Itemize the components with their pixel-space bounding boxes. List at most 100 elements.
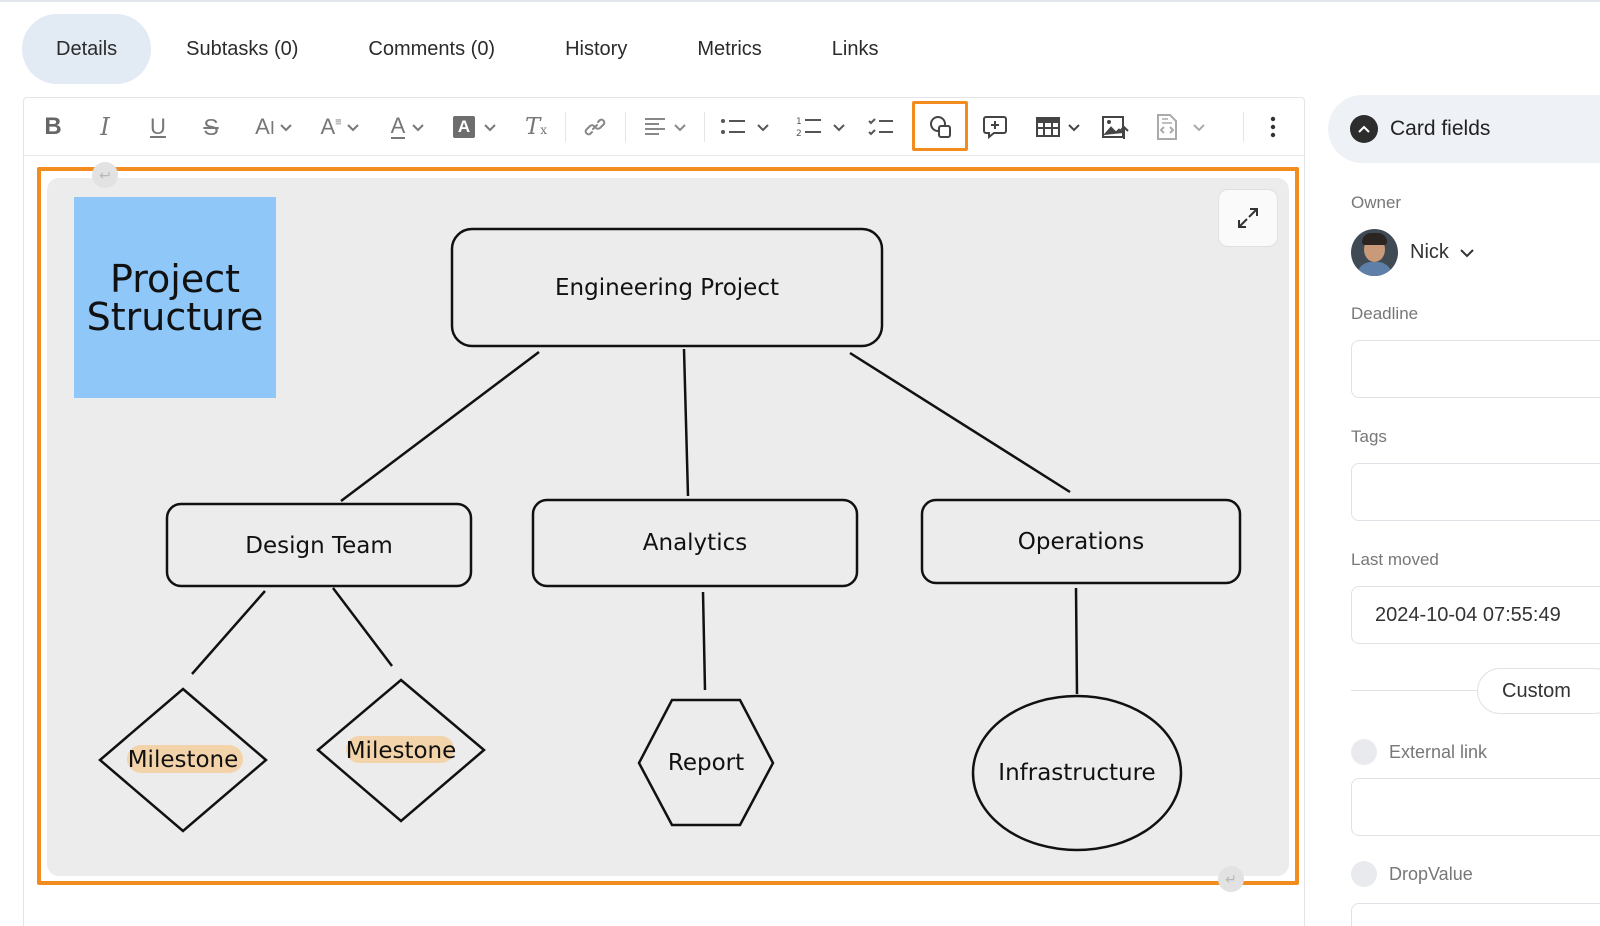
- dropvalue-toggle[interactable]: [1351, 861, 1377, 887]
- custom-fields-button[interactable]: Custom: [1477, 668, 1600, 714]
- bold-button[interactable]: B: [38, 110, 68, 144]
- bullet-list-dropdown[interactable]: [716, 110, 774, 144]
- chevron-down-icon: [484, 124, 496, 132]
- tab-details[interactable]: Details: [22, 14, 152, 84]
- fullscreen-button[interactable]: [1218, 189, 1278, 247]
- last-moved-field: [1351, 586, 1600, 644]
- deadline-label: Deadline: [1351, 304, 1419, 323]
- underline-icon: U: [150, 114, 166, 139]
- external-link-label: External link: [1389, 741, 1488, 762]
- card-fields-panel: Card fields Owner Nick Deadline Tags Las…: [1328, 95, 1600, 926]
- last-moved-value: 2024-10-04 07:55:49: [1375, 603, 1561, 626]
- svg-text:2: 2: [796, 129, 802, 139]
- chevron-down-icon: [1460, 248, 1474, 257]
- tab-comments[interactable]: Comments (0): [368, 37, 496, 60]
- owner-label: Owner: [1351, 193, 1402, 212]
- return-arrow-icon: ↩: [99, 166, 111, 183]
- tags-field[interactable]: [1351, 463, 1600, 521]
- top-divider: [0, 0, 1600, 2]
- font-style-dropdown[interactable]: A≡: [314, 110, 366, 144]
- editor-toolbar: B I U S AI A≡ A A: [24, 98, 1304, 156]
- shapes-icon: [930, 116, 951, 138]
- drag-handle[interactable]: ↩: [92, 162, 118, 188]
- deadline-field[interactable]: [1351, 340, 1600, 398]
- dropvalue-row[interactable]: DropValue: [1351, 861, 1473, 887]
- shapes-button[interactable]: [925, 110, 957, 144]
- external-link-row[interactable]: External link: [1351, 739, 1487, 765]
- highlight-color-icon: A: [453, 116, 475, 138]
- clear-format-icon: Tx: [524, 114, 548, 140]
- table-dropdown[interactable]: [1031, 110, 1085, 144]
- highlight-color-dropdown[interactable]: A: [449, 110, 501, 144]
- bullet-list-icon: [721, 119, 745, 134]
- resize-handle[interactable]: ↵: [1218, 866, 1244, 892]
- tab-subtasks[interactable]: Subtasks (0): [186, 37, 299, 60]
- sticky-note-text: Project Structure: [86, 256, 264, 339]
- highlighted-tool-outline: [912, 101, 968, 151]
- last-moved-label: Last moved: [1351, 550, 1439, 569]
- add-comment-icon: [983, 116, 1007, 140]
- chevron-down-icon: [674, 124, 686, 132]
- chevron-down-icon: [1068, 124, 1080, 132]
- link-button[interactable]: [580, 110, 610, 144]
- card-fields-header[interactable]: Card fields: [1328, 95, 1600, 163]
- underline-button[interactable]: U: [143, 110, 173, 144]
- align-dropdown[interactable]: [638, 110, 692, 144]
- font-color-icon: A: [390, 113, 406, 139]
- tab-history[interactable]: History: [565, 37, 628, 60]
- sticky-note[interactable]: Project Structure: [74, 197, 276, 398]
- avatar: [1351, 229, 1398, 276]
- return-arrow-icon: ↵: [1225, 870, 1237, 887]
- tab-metrics[interactable]: Metrics: [697, 37, 762, 60]
- chevron-up-icon: [1350, 115, 1378, 143]
- align-left-icon: [645, 118, 665, 135]
- table-icon: [1036, 117, 1060, 137]
- italic-icon: I: [100, 113, 110, 141]
- chevron-down-icon: [833, 124, 845, 132]
- dropvalue-field[interactable]: [1351, 903, 1600, 926]
- image-upload-icon: [1102, 116, 1129, 139]
- external-link-field[interactable]: [1351, 778, 1600, 836]
- chevron-down-icon: [1193, 124, 1205, 132]
- strikethrough-button[interactable]: S: [196, 110, 226, 144]
- clear-format-button[interactable]: Tx: [521, 110, 551, 144]
- chevron-down-icon: [412, 124, 425, 132]
- insert-image-button[interactable]: [1099, 110, 1131, 144]
- checklist-button[interactable]: [866, 110, 896, 144]
- add-comment-button[interactable]: [979, 110, 1011, 144]
- tags-label: Tags: [1351, 427, 1387, 446]
- more-vertical-icon: [1270, 116, 1276, 138]
- italic-button[interactable]: I: [90, 110, 120, 144]
- strikethrough-icon: S: [203, 113, 219, 140]
- section-divider: [1351, 690, 1477, 691]
- selected-drawing-outline: [37, 167, 1299, 885]
- owner-name: Nick: [1410, 241, 1449, 263]
- font-color-dropdown[interactable]: A: [382, 110, 434, 144]
- tab-bar: Details Subtasks (0) Comments (0) Histor…: [22, 14, 914, 84]
- toolbar-separator: [625, 112, 626, 142]
- rich-text-editor: B I U S AI A≡ A A: [23, 97, 1305, 926]
- chevron-down-icon: [280, 124, 292, 132]
- more-options-button[interactable]: [1260, 110, 1286, 144]
- svg-text:1: 1: [796, 117, 802, 127]
- font-size-dropdown[interactable]: AI: [246, 110, 302, 144]
- embed-dropdown[interactable]: [1152, 110, 1208, 144]
- toolbar-separator: [1243, 112, 1244, 142]
- card-fields-title: Card fields: [1390, 117, 1491, 140]
- link-icon: [584, 118, 606, 136]
- font-size-icon: AI: [255, 114, 275, 139]
- dropvalue-label: DropValue: [1389, 863, 1473, 884]
- toolbar-separator: [704, 112, 705, 142]
- expand-icon: [1238, 208, 1258, 228]
- font-style-icon: A≡: [320, 114, 342, 139]
- bold-icon: B: [44, 113, 62, 140]
- embed-code-icon: [1157, 114, 1177, 140]
- chevron-down-icon: [346, 124, 359, 132]
- tab-links[interactable]: Links: [831, 37, 879, 60]
- chevron-down-icon: [757, 124, 769, 132]
- external-link-toggle[interactable]: [1351, 739, 1377, 765]
- checklist-icon: [868, 118, 893, 136]
- toolbar-separator: [565, 112, 566, 142]
- owner-selector[interactable]: Nick: [1351, 229, 1475, 276]
